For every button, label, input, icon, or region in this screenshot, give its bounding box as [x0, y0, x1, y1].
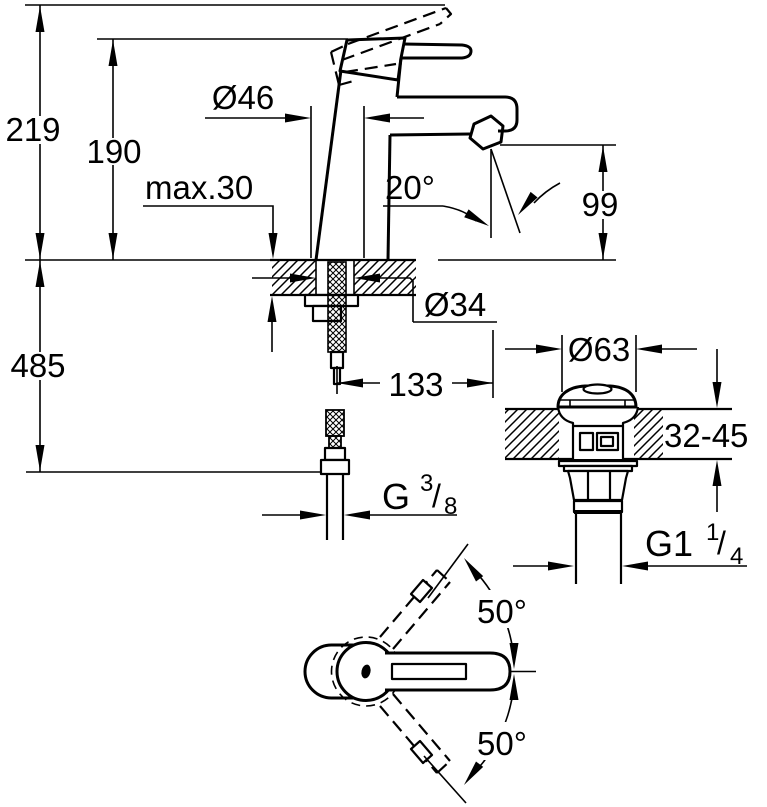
- handle-down-position: [379, 693, 467, 804]
- faucet-side-view: 219 190 485 max.30: [2, 4, 625, 540]
- label-d63: Ø63: [568, 331, 630, 368]
- label-g114-numerator: 1: [706, 519, 719, 546]
- dim-height-190: 190: [84, 39, 144, 260]
- handle-block: [338, 36, 407, 82]
- handle-up-position: [379, 543, 469, 650]
- dim-supply-thread-g38: G 3 / 8: [262, 470, 457, 520]
- label-max30: max.30: [145, 169, 253, 206]
- dim-waste-thread-g114: G1 1 / 4: [513, 519, 747, 571]
- dim-deck-range-32-45: 32-45: [664, 349, 748, 512]
- dim-flange-diameter-63: Ø63: [505, 331, 697, 392]
- dim-swing-up-50: 50°: [464, 558, 537, 669]
- label-g38-letter: G: [382, 476, 410, 517]
- label-190: 190: [86, 133, 141, 170]
- label-50-down: 50°: [477, 725, 527, 762]
- label-d34: Ø34: [424, 286, 486, 323]
- faucet-body-outline: [314, 36, 519, 261]
- dim-hole-diameter-34: Ø34: [252, 273, 497, 323]
- label-133: 133: [388, 366, 443, 403]
- label-99: 99: [582, 186, 619, 223]
- handle-plan-outline: [385, 651, 512, 692]
- handle-lever: [401, 42, 473, 60]
- label-g38-slash: /: [432, 478, 441, 514]
- drain-detail-view: Ø63 32-45 G1 1 / 4: [505, 331, 748, 584]
- aerator-tip: [468, 114, 505, 151]
- water-stream-lines: [490, 148, 521, 238]
- supply-hose: [319, 409, 351, 540]
- label-219: 219: [5, 111, 60, 148]
- handle-pin-dot: [361, 664, 371, 679]
- faucet-top-view: 50° 50°: [303, 543, 537, 804]
- label-50-up: 50°: [477, 593, 527, 630]
- label-g114-slash: /: [717, 525, 726, 561]
- label-g38-numerator: 3: [420, 470, 433, 497]
- dim-outlet-height-99: 99: [577, 145, 625, 260]
- dim-swing-down-50: 50°: [464, 674, 537, 785]
- reference-lines: [25, 4, 616, 473]
- label-20deg: 20°: [385, 169, 435, 206]
- label-g38-denominator: 8: [444, 493, 457, 520]
- drain-nut-and-tailpipe: [557, 459, 639, 584]
- handle-inner-detail: [390, 662, 468, 681]
- dim-body-diameter-46: Ø46: [205, 79, 424, 258]
- drain-cap: [556, 383, 638, 409]
- dim-deck-max30: max.30: [143, 169, 278, 352]
- dim-reach-133: 133: [336, 330, 494, 403]
- label-g114-letter: G1: [645, 523, 693, 564]
- handle-raised-dashed: [329, 6, 453, 87]
- label-d46: Ø46: [212, 79, 274, 116]
- label-g114-denominator: 4: [730, 543, 743, 570]
- label-485: 485: [10, 347, 65, 384]
- dim-height-485: 485: [5, 260, 71, 472]
- dim-spout-angle-20: 20°: [383, 169, 561, 226]
- dim-height-219: 219: [2, 5, 64, 260]
- label-32-45: 32-45: [664, 417, 748, 454]
